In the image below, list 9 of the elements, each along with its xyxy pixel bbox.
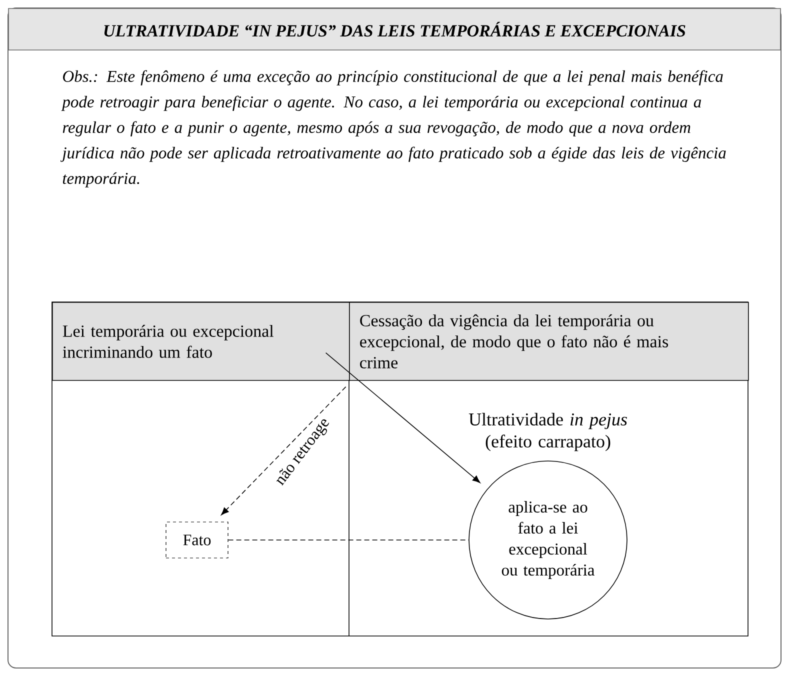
arrow bbox=[325, 352, 480, 484]
note-paragraph: Obs.: Este fenômeno é uma exceção ao princípio constitucional de que a lei penal mais benéfica pode retroagir para beneficiar o agente. No caso, a lei temporária ou excepcional continua a regular o fato e a punir o agente, mesmo após a sua revogação, de modo que a nova ordem jurídica não pode ser aplicada retroativamente ao fato praticado sob a égide das leis de vigência temporária. bbox=[60, 70, 726, 188]
dashed-arrow bbox=[221, 386, 346, 516]
header-cell: Lei temporária ou excepcional incriminando um fato bbox=[52, 302, 350, 381]
title-bar: ULTRATIVIDADE “IN PEJUS” DAS LEIS TEMPORÁRIAS E EXCEPCIONAIS bbox=[8, 8, 781, 50]
circle-node: aplica-se ao fato a lei excepcional ou temporária bbox=[468, 460, 628, 620]
fact-box: Fato bbox=[166, 522, 228, 558]
header-cell: Cessação da vigência da lei temporária ou excepcional, de modo que o fato não é mais crime bbox=[349, 302, 749, 381]
effect-label: Ultratividade in pejus (efeito carrapato) bbox=[468, 412, 627, 452]
